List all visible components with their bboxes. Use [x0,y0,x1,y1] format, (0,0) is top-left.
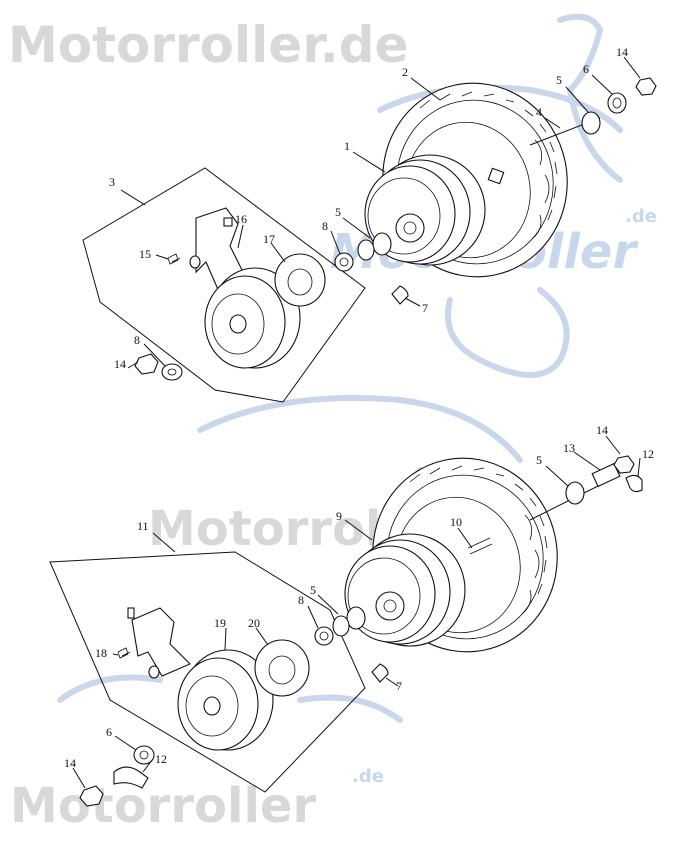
label-16: 16 [235,212,247,226]
collar-6-bottom [133,745,155,765]
group-3-outline [82,167,366,403]
bearing-17 [274,253,326,307]
label-15: 15 [139,247,151,261]
label-20: 20 [248,616,260,630]
label-8-hub: 8 [298,593,304,607]
label-13: 13 [563,441,575,455]
label-14-top: 14 [616,45,628,59]
label-4: 4 [536,105,542,119]
nut-14-bottom [613,455,635,474]
group-11-outline [49,551,366,793]
nut-14-top [635,77,657,96]
washer-8-hub [314,626,334,646]
spring-18 [117,647,131,659]
washer-8-rim-top [334,252,354,272]
label-1: 1 [344,139,350,153]
watermark-suffix-bottom: .de [352,766,384,787]
label-8-lower: 8 [134,333,140,347]
washer-5-rim-top-b [357,239,375,261]
label-14-bottom-left: 14 [64,756,76,770]
label-5-top-right: 5 [556,73,562,87]
watermark-title: Motorroller.de [8,16,408,74]
washer-5-hub-b [332,615,350,637]
valve-7-top [391,285,409,305]
washer-5-hub-a [346,606,366,630]
collar-6-top [607,92,627,114]
label-19: 19 [214,616,226,630]
label-17: 17 [263,232,275,246]
nut-14-bottom-left [79,785,104,807]
clip-12-lower [113,766,149,789]
label-9: 9 [336,509,342,523]
label-14-bottom: 14 [596,423,608,437]
label-7-top: 7 [422,301,428,315]
label-12-lower: 12 [155,752,167,766]
hub-bottom [344,533,466,647]
spring-15 [167,253,181,265]
label-5-hub: 5 [310,583,316,597]
front-wheel-assembly: 3 [82,45,657,403]
watermark-layer: Motorroller.de Motorroller .de Motorroll… [8,13,657,834]
label-12-bottom: 12 [642,447,654,461]
collar-13 [591,462,621,488]
pulley-19 [177,649,274,751]
label-6-bottom: 6 [106,725,112,739]
label-7-bottom: 7 [396,679,402,693]
label-5-rim: 5 [335,205,341,219]
washer-5-bottom-right [565,481,585,505]
label-8-rim: 8 [322,219,328,233]
washer-5-rim-top [372,232,392,256]
bracket-bolt-bottom [127,607,135,619]
bracket-bottom [131,607,191,677]
pulley-top [204,267,301,369]
watermark-suffix-top: .de [625,206,657,227]
label-14-lower: 14 [114,357,126,371]
label-group-3: 3 [109,175,115,189]
watermark-brand-bottom: Motorroller [10,778,316,834]
leader-3 [120,189,146,206]
label-group-11: 11 [137,519,149,533]
rear-wheel-assembly: 11 [49,423,654,807]
label-2: 2 [402,65,408,79]
nut-bracket-top [189,255,201,269]
valve-7-bottom [371,663,389,683]
nut-14-lower [134,353,159,375]
bracket-bolt-16 [223,217,233,227]
label-6-top: 6 [583,62,589,76]
washer-5-top-right [581,111,601,135]
stud-10 [467,537,493,555]
label-5-bottom-right: 5 [536,453,542,467]
label-18: 18 [95,646,107,660]
bearing-20 [254,639,310,697]
washer-8-lower [161,363,183,381]
clip-12-bottom [625,474,643,493]
label-10: 10 [450,515,462,529]
nut-bracket-bottom [148,665,160,679]
